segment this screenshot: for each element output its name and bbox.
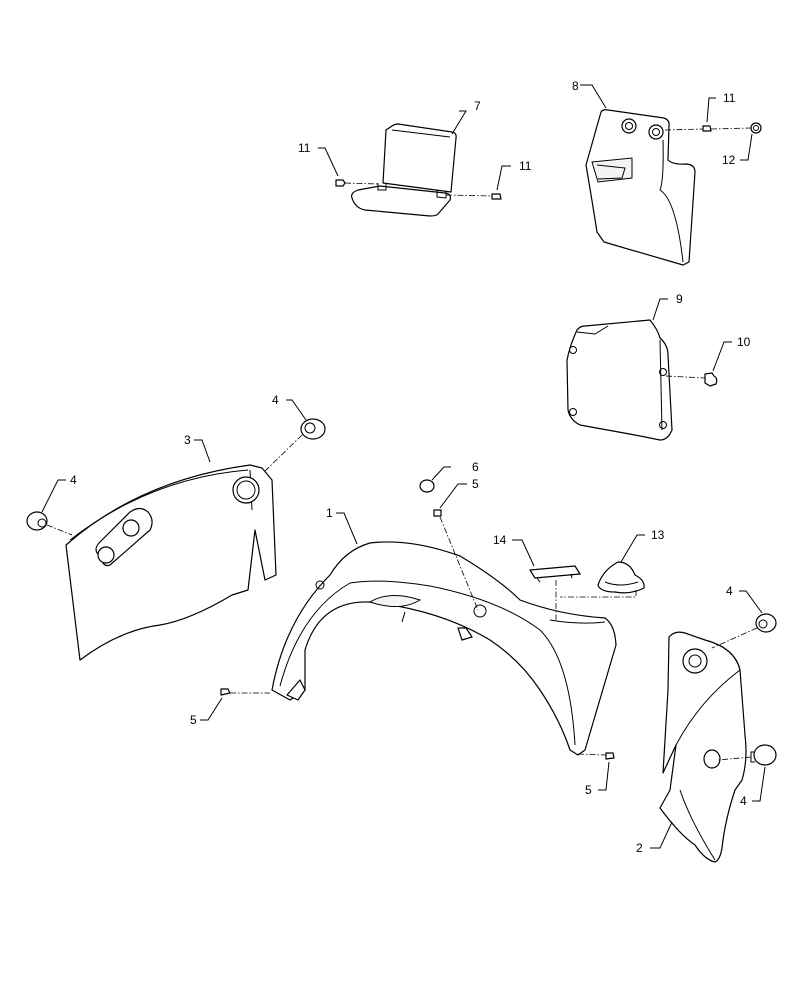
leader-lines bbox=[41, 84, 766, 849]
part-5-screw-left bbox=[220, 688, 270, 696]
part-6-plug bbox=[419, 479, 435, 493]
callout-1: 1 bbox=[326, 506, 333, 520]
part-11-fastener-upper-right bbox=[664, 125, 712, 132]
callout-4-right-upper: 4 bbox=[726, 584, 733, 598]
part-4-knob-right-upper bbox=[711, 613, 777, 649]
part-4-knob-right-lower bbox=[717, 744, 777, 766]
part-7-bracket bbox=[351, 123, 457, 217]
part-11-fastener-right bbox=[445, 193, 502, 200]
callout-4-upper-left: 4 bbox=[272, 393, 279, 407]
part-2-right-panel bbox=[659, 631, 747, 863]
part-4-knob-left bbox=[26, 511, 73, 536]
part-11-fastener-left bbox=[335, 179, 379, 187]
callout-4-right-lower: 4 bbox=[740, 794, 747, 808]
callout-13: 13 bbox=[651, 528, 665, 542]
callout-labels: 7 11 11 8 11 12 9 10 4 3 4 6 5 1 5 14 13… bbox=[70, 79, 751, 855]
callout-6: 6 bbox=[472, 460, 479, 474]
callout-8: 8 bbox=[572, 79, 579, 93]
part-5-screw-top bbox=[433, 509, 479, 611]
part-4-knob-upper-left bbox=[263, 418, 326, 473]
callout-3: 3 bbox=[184, 433, 191, 447]
callout-12: 12 bbox=[722, 153, 736, 167]
part-12-nut bbox=[710, 122, 762, 134]
callout-5-left: 5 bbox=[190, 713, 197, 727]
callout-5-top: 5 bbox=[472, 477, 479, 491]
callout-4-left: 4 bbox=[70, 473, 77, 487]
callout-5-right: 5 bbox=[585, 783, 592, 797]
part-5-screw-right bbox=[577, 752, 615, 760]
callout-10: 10 bbox=[737, 335, 751, 349]
part-14-pad bbox=[529, 565, 581, 620]
callout-2: 2 bbox=[636, 841, 643, 855]
callout-14: 14 bbox=[493, 533, 507, 547]
callout-11-right: 11 bbox=[519, 159, 532, 173]
part-8-cover bbox=[585, 109, 696, 266]
part-1-fender bbox=[271, 541, 617, 756]
part-9-cover bbox=[566, 319, 673, 441]
callout-11-left: 11 bbox=[298, 141, 311, 155]
part-10-bolt bbox=[665, 372, 718, 387]
callout-7: 7 bbox=[474, 99, 481, 113]
callout-11-upper-right: 11 bbox=[723, 91, 736, 105]
callout-9: 9 bbox=[676, 292, 683, 306]
part-3-left-panel bbox=[65, 464, 277, 661]
part-13-bumper bbox=[560, 561, 645, 598]
